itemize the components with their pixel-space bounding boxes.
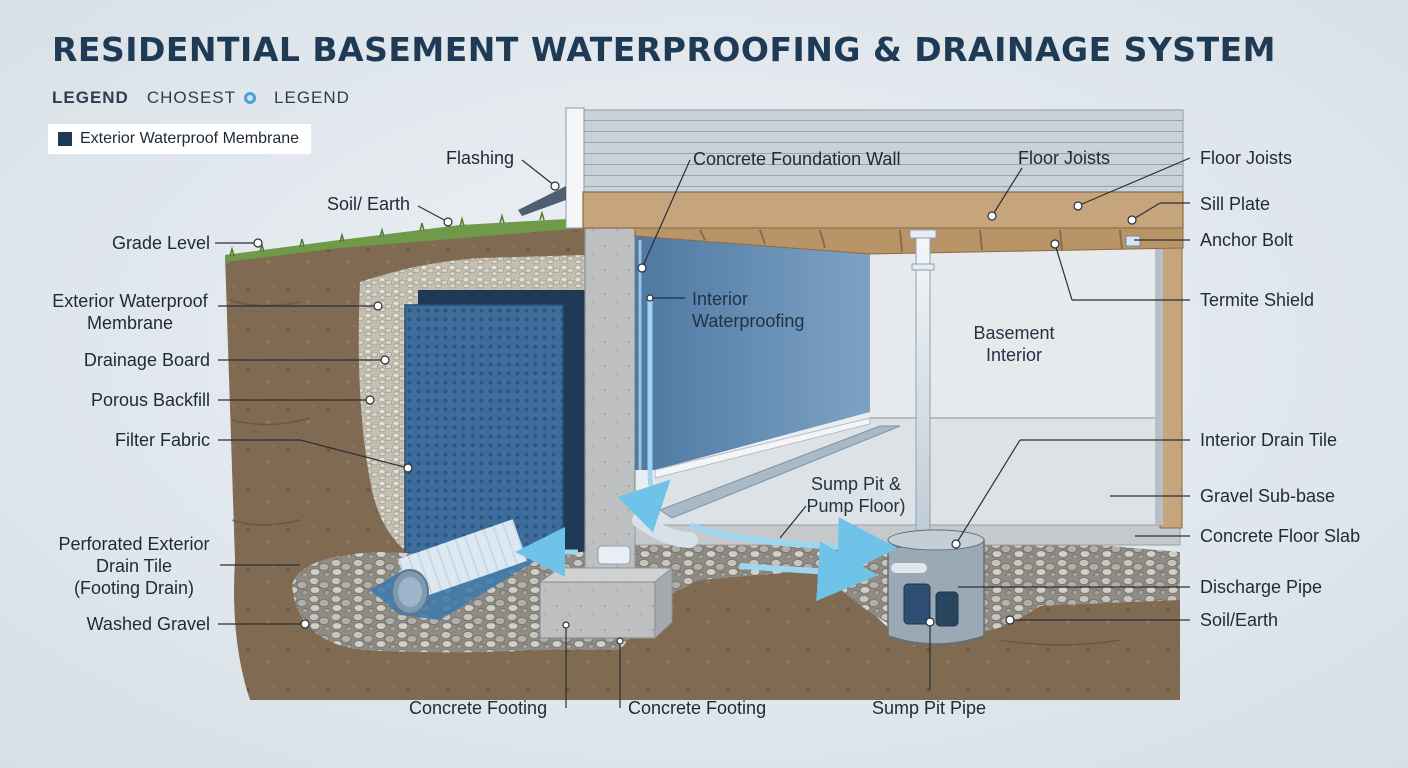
flashing xyxy=(518,186,566,216)
label-basement-line1: Basement xyxy=(973,323,1055,343)
grass-strip xyxy=(225,218,585,262)
legend-label: LEGEND xyxy=(52,88,129,107)
label-concrete-floor-slab: Concrete Floor Slab xyxy=(1200,526,1361,546)
anchor-bolt xyxy=(1125,235,1141,247)
label-concrete-footing-2: Concrete Footing xyxy=(628,698,767,718)
label-perforated-line1: Perforated Exterior xyxy=(58,534,210,554)
legend-swatch-membrane xyxy=(58,132,72,146)
label-soil-earth: Soil/ Earth xyxy=(327,194,411,214)
legend-dot-icon xyxy=(244,92,257,104)
label-floor-joists: Floor Joists xyxy=(1018,148,1111,168)
label-foundation-wall: Concrete Foundation Wall xyxy=(693,149,901,169)
label-discharge-pipe: Discharge Pipe xyxy=(1200,577,1323,597)
label-concrete-footing-1: Concrete Footing xyxy=(409,698,548,718)
label-perforated-line2: Drain Tile xyxy=(95,556,173,576)
label-interior-waterproofing: Interior Waterproofing xyxy=(692,288,804,332)
floor-joist-underside xyxy=(634,227,1184,255)
label-grade-level: Grade Level xyxy=(111,233,210,253)
label-interior-drain-tile: Interior Drain Tile xyxy=(1200,430,1338,450)
label-filter-fabric: Filter Fabric xyxy=(114,430,210,450)
siding-corner-trim xyxy=(565,107,585,229)
sump-pump xyxy=(903,583,931,625)
label-exterior-membrane: Exterior Waterproof Membrane xyxy=(48,290,212,334)
label-washed-gravel: Washed Gravel xyxy=(86,614,210,634)
foundation-wall xyxy=(584,227,636,591)
legend-box-label: Exterior Waterproof Membrane xyxy=(80,130,300,147)
label-porous-backfill: Porous Backfill xyxy=(90,390,210,410)
label-basement-interior: Basement Interior xyxy=(962,322,1066,366)
label-perforated-drain-tile: Perforated Exterior Drain Tile (Footing … xyxy=(52,533,216,599)
discharge-pipe xyxy=(915,235,931,567)
label-drainage-board: Drainage Board xyxy=(83,350,210,370)
drainage-board xyxy=(404,304,564,564)
footing xyxy=(539,581,656,639)
siding xyxy=(582,109,1184,193)
water-flow-gravel xyxy=(739,541,878,602)
label-termite-shield: Termite Shield xyxy=(1200,290,1315,310)
water-flow-down xyxy=(617,300,671,533)
sill-plate xyxy=(582,191,1184,229)
label-perforated-line3: (Footing Drain) xyxy=(73,578,195,598)
label-interior-wp-line2: Waterproofing xyxy=(692,311,805,331)
right-wood-post xyxy=(1159,229,1183,529)
label-interior-wp-line1: Interior xyxy=(692,289,749,309)
label-exterior-membrane-line1: Exterior Waterproof xyxy=(52,291,208,311)
label-soil-earth-right: Soil/Earth xyxy=(1200,610,1279,630)
interior-wall xyxy=(635,232,870,470)
baseboard xyxy=(654,417,871,479)
label-gravel-sub-base: Gravel Sub-base xyxy=(1200,486,1336,506)
label-sump-pit-pipe: Sump Pit Pipe xyxy=(872,698,987,718)
label-sump-pit-line2: Pump Floor) xyxy=(806,496,906,516)
label-basement-line2: Interior xyxy=(985,345,1043,365)
footing-top xyxy=(538,567,674,583)
label-flashing: Flashing xyxy=(446,148,515,168)
legend-row: LEGEND CHOSEST LEGEND xyxy=(52,88,350,108)
label-anchor-bolt: Anchor Bolt xyxy=(1200,230,1294,250)
footing-side xyxy=(654,566,673,640)
page-title: RESIDENTIAL BASEMENT WATERPROOFING & DRA… xyxy=(52,30,1276,69)
legend-box: Exterior Waterproof Membrane xyxy=(48,124,312,154)
legend-label-chosest: CHOSEST xyxy=(146,88,237,107)
label-sill-plate: Sill Plate xyxy=(1200,194,1271,214)
label-exterior-membrane-line2: Membrane xyxy=(86,313,174,333)
legend-label-2: LEGEND xyxy=(274,88,350,107)
sump-pit xyxy=(887,539,985,645)
label-sump-pit-pump: Sump Pit & Pump Floor) xyxy=(800,473,912,517)
label-sump-pit-line1: Sump Pit & xyxy=(810,474,902,494)
label-floor-joists-right: Floor Joists xyxy=(1200,148,1293,168)
